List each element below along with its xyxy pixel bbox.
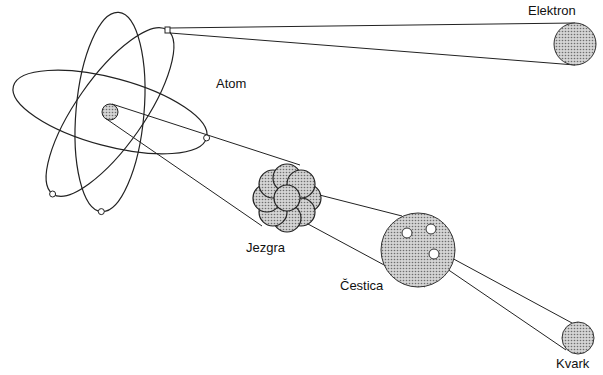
zoom-lines bbox=[105, 23, 575, 350]
part-label: Atom bbox=[216, 76, 246, 91]
electron bbox=[554, 23, 596, 65]
quark bbox=[562, 322, 594, 354]
part-label: Jezgra bbox=[246, 240, 285, 255]
orbit-electrons bbox=[50, 27, 210, 215]
part-label: Kvark bbox=[556, 356, 589, 371]
part-label: Elektron bbox=[528, 3, 576, 18]
quarks-in-particle bbox=[402, 224, 439, 259]
orbits bbox=[5, 9, 216, 214]
part-label: Čestica bbox=[340, 278, 383, 293]
particle bbox=[381, 213, 455, 287]
nucleus-cluster bbox=[253, 164, 321, 232]
atom-nucleus bbox=[102, 104, 118, 120]
